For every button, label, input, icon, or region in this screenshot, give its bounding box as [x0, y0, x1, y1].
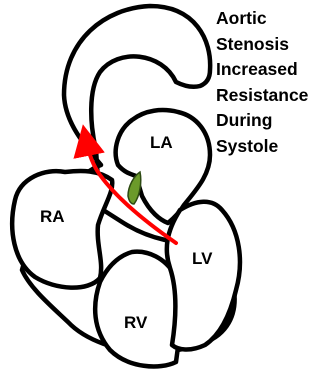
caption-line: Resistance [216, 83, 322, 109]
label-rv: RV [124, 313, 148, 332]
caption-line: Increased [216, 57, 322, 83]
right-atrium [12, 171, 112, 288]
label-ra: RA [40, 207, 65, 226]
aortic-valve [128, 172, 141, 204]
caption-line: During [216, 108, 322, 134]
right-ventricle [95, 252, 179, 367]
caption: Aortic Stenosis Increased Resistance Dur… [216, 6, 322, 159]
left-ventricle [167, 202, 240, 350]
label-la: LA [150, 133, 173, 152]
caption-line: Systole [216, 134, 322, 160]
caption-line: Aortic [216, 6, 322, 32]
label-lv: LV [192, 249, 213, 268]
caption-line: Stenosis [216, 32, 322, 58]
